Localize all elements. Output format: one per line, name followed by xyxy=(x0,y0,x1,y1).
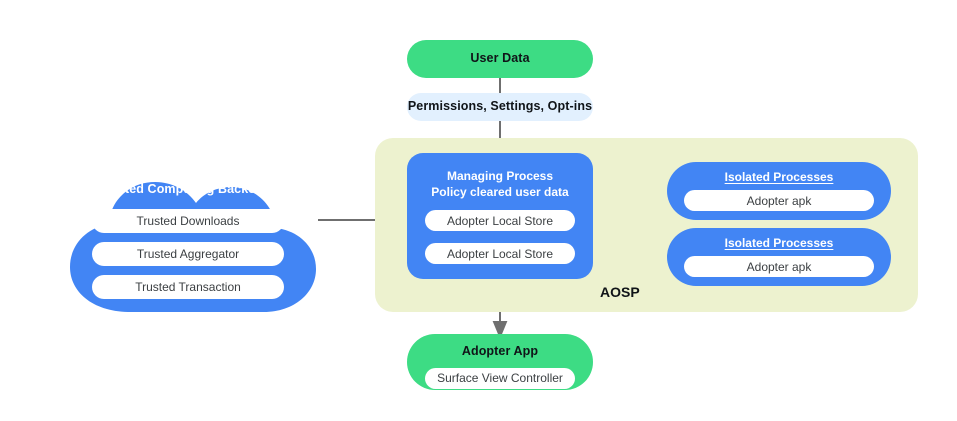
managing-process-title: Managing Process xyxy=(446,169,554,183)
cloud-item-trusted-aggregator[interactable]: Trusted Aggregator xyxy=(92,241,284,266)
aosp-panel-label: AOSP xyxy=(600,284,640,300)
isolated-process-title-2: Isolated Processes xyxy=(724,236,834,250)
trusted-computing-backends-cloud[interactable]: Trusted Computing Backends Trusted Downl… xyxy=(38,160,338,320)
isolated-process-node-1[interactable]: Isolated Processes Adopter apk xyxy=(667,162,891,220)
user-data-label: User Data xyxy=(470,51,530,66)
adopter-apk-1[interactable]: Adopter apk xyxy=(684,190,874,211)
user-data-node[interactable]: User Data xyxy=(407,40,593,78)
adopter-app-node[interactable]: Adopter App Surface View Controller xyxy=(407,334,593,390)
cloud-item-trusted-transaction[interactable]: Trusted Transaction xyxy=(92,274,284,299)
adopter-app-title: Adopter App xyxy=(461,344,539,358)
isolated-process-node-2[interactable]: Isolated Processes Adopter apk xyxy=(667,228,891,286)
permissions-settings-optins-label: Permissions, Settings, Opt-ins xyxy=(407,99,593,114)
adopter-local-store-2[interactable]: Adopter Local Store xyxy=(425,243,575,265)
surface-view-controller[interactable]: Surface View Controller xyxy=(425,367,575,389)
isolated-process-title-1: Isolated Processes xyxy=(724,170,834,184)
cloud-item-trusted-downloads[interactable]: Trusted Downloads xyxy=(92,208,284,233)
managing-process-node[interactable]: Managing Process Policy cleared user dat… xyxy=(407,153,593,279)
adopter-apk-2[interactable]: Adopter apk xyxy=(684,256,874,277)
managing-process-subtitle: Policy cleared user data xyxy=(431,184,569,199)
adopter-local-store-1[interactable]: Adopter Local Store xyxy=(425,210,575,232)
cloud-title: Trusted Computing Backends xyxy=(98,182,278,196)
permissions-settings-optins-node[interactable]: Permissions, Settings, Opt-ins xyxy=(407,93,593,121)
